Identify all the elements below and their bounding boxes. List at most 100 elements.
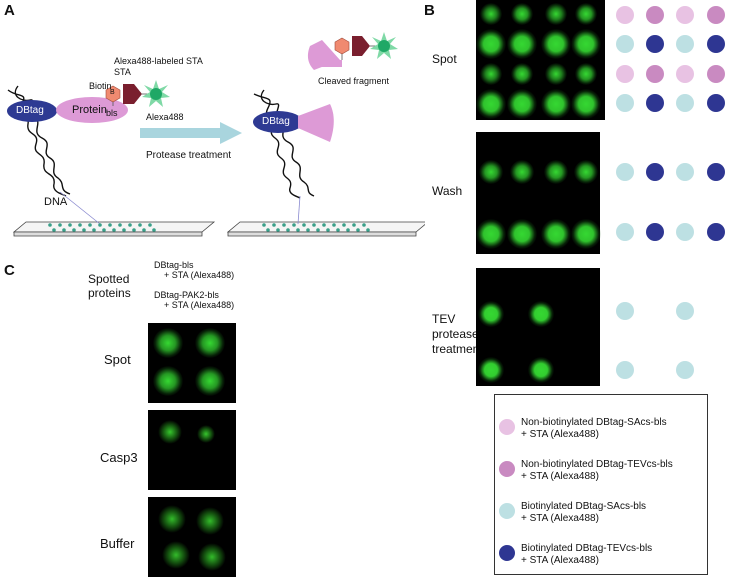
slide-dot [108,223,112,227]
fluorescent-spot [545,3,567,25]
slide-dot [312,223,316,227]
dna-helix-right [253,89,315,199]
row-label-casp3: Casp3 [100,450,138,465]
legend-text: Non-biotinylated DBtag-SAcs-bls + STA (A… [521,417,667,440]
biotin-label: Biotin [89,81,112,91]
layout-dot [616,35,634,53]
dbtag-ellipse-right [253,111,303,133]
fluorescent-spot [195,366,225,396]
dna-label: DNA [44,196,68,208]
row-label-wash: Wash [432,184,463,198]
fluorescent-spot [511,63,533,85]
micrograph-c-spot [148,323,236,403]
protein-remnant [298,104,334,142]
slide-dot [62,228,66,232]
row-label-buffer: Buffer [100,536,135,551]
slide-dot [266,228,270,232]
slide-dot [332,223,336,227]
slide-dot [98,223,102,227]
dbtag-ellipse-left [7,100,57,122]
fluorescent-spot [480,3,502,25]
slide-dot [128,223,132,227]
fluorescent-spot [196,507,224,535]
layout-dot [616,65,634,83]
fluorescent-spot [511,3,533,25]
panel-letter-a: A [4,2,15,19]
layout-dot [707,223,725,241]
fluorescent-spot [158,505,186,533]
layout-dot [646,65,664,83]
slide-dot [286,228,290,232]
panel-a-schematic [7,32,425,237]
layout-dot [616,163,634,181]
slide-dot [82,228,86,232]
legend-text: Biotinylated DBtag-TEVcs-bls + STA (Alex… [521,543,653,566]
fluorescent-spot [162,541,190,569]
slide-dot [138,223,142,227]
layout-dot [616,223,634,241]
fluorescent-spot [476,219,506,249]
layout-dot [676,223,694,241]
sta-abbrev-label: STA [114,67,131,77]
fluorescent-spot [197,425,215,443]
slide-dot [366,228,370,232]
slide-dot [296,228,300,232]
slide-dot [276,228,280,232]
slide-dot [68,223,72,227]
slide-dot [58,223,62,227]
layout-dot [646,163,664,181]
protease-arrow [140,122,242,144]
fluorescent-spot [541,219,571,249]
bls-linker-left [104,106,122,114]
slide-dot [352,223,356,227]
slide-dots-left [48,223,156,232]
layout-dot [646,6,664,24]
biotin-b-label: B [110,89,115,96]
slide-dot [102,228,106,232]
alexa-label: Alexa488 [146,112,184,122]
protease-label: Protease treatment [146,150,232,161]
layout-dot [676,35,694,53]
fluorescent-spot [545,63,567,85]
alexa-star-left [142,80,170,107]
slide-dot [152,228,156,232]
alexa-star-right [370,32,398,59]
slide-dot [48,223,52,227]
slide-dot [302,223,306,227]
micrograph-tev [476,268,600,386]
dbtag-label-right: DBtag [262,116,290,127]
fluorescent-spot [541,29,571,59]
fluorescent-spot [480,63,502,85]
protein2-label: DBtag-PAK2-bls + STA (Alexa488) [154,290,235,310]
slide-dot [322,223,326,227]
fluorescent-spot [544,160,568,184]
spot-layout-legend-dots [612,0,729,390]
protein-ellipse [56,97,128,123]
legend-box: Non-biotinylated DBtag-SAcs-bls + STA (A… [494,394,708,575]
slide-dot [112,228,116,232]
layout-dot [676,94,694,112]
layout-dot [707,163,725,181]
legend-text: Biotinylated DBtag-SAcs-bls + STA (Alexa… [521,501,647,524]
sta-shape-right [352,36,370,56]
legend-dot-icon [499,545,515,561]
fluorescent-spot [507,29,537,59]
slide-dot [336,228,340,232]
fluorescent-spot [575,3,597,25]
micrograph-c-casp3 [148,410,236,490]
layout-dot [616,361,634,379]
layout-dot [676,6,694,24]
row-label-c-spot: Spot [104,352,131,367]
slide-dot [272,223,276,227]
layout-dot [676,65,694,83]
legend-text: Non-biotinylated DBtag-TEVcs-bls + STA (… [521,459,673,482]
slide-dot [282,223,286,227]
micrograph-wash [476,132,601,254]
slide-dot [326,228,330,232]
fluorescent-spot [507,219,537,249]
layout-dot [646,35,664,53]
legend-dot-icon [499,503,515,519]
fluorescent-spot [541,89,571,119]
layout-dot [707,94,725,112]
sta-label: Alexa488-labeled STA [114,56,203,66]
